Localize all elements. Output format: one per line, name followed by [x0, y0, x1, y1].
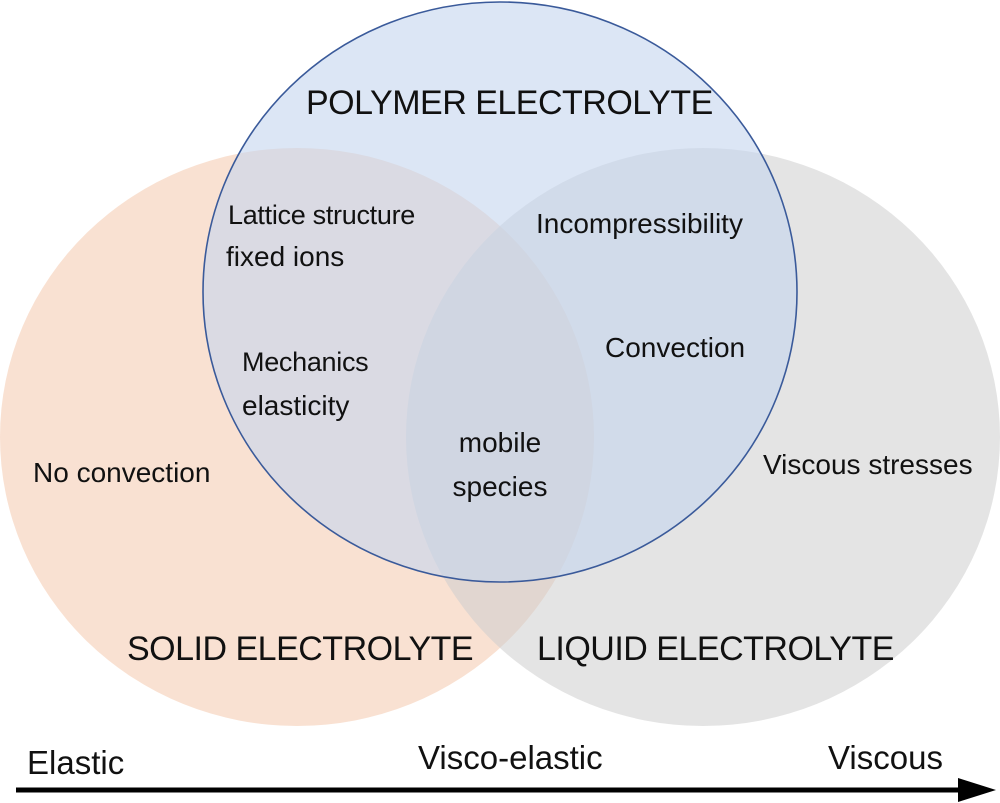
axis-arrowhead	[958, 778, 996, 802]
liquid-electrolyte-title: LIQUID ELECTROLYTE	[537, 630, 894, 668]
polymer-electrolyte-circle	[202, 1, 798, 583]
polymer-electrolyte-title: POLYMER ELECTROLYTE	[306, 84, 713, 122]
lattice-structure-heading: Lattice structure	[228, 200, 415, 230]
axis-label-viscous: Viscous	[828, 739, 943, 776]
convection-label: Convection	[605, 332, 746, 363]
fixed-ions-label: fixed ions	[226, 241, 345, 272]
mechanics-heading: Mechanics	[242, 347, 369, 377]
no-convection-label: No convection	[33, 457, 211, 488]
viscous-stresses-label: Viscous stresses	[763, 449, 973, 480]
mobile-species-label-line2: species	[452, 471, 548, 502]
solid-electrolyte-title: SOLID ELECTROLYTE	[127, 630, 474, 668]
mobile-species-label-line1: mobile	[458, 427, 542, 458]
elasticity-label: elasticity	[242, 390, 350, 421]
incompressibility-label: Incompressibility	[536, 208, 743, 239]
axis-label-visco-elastic: Visco-elastic	[418, 739, 603, 776]
axis-label-elastic: Elastic	[27, 744, 125, 781]
